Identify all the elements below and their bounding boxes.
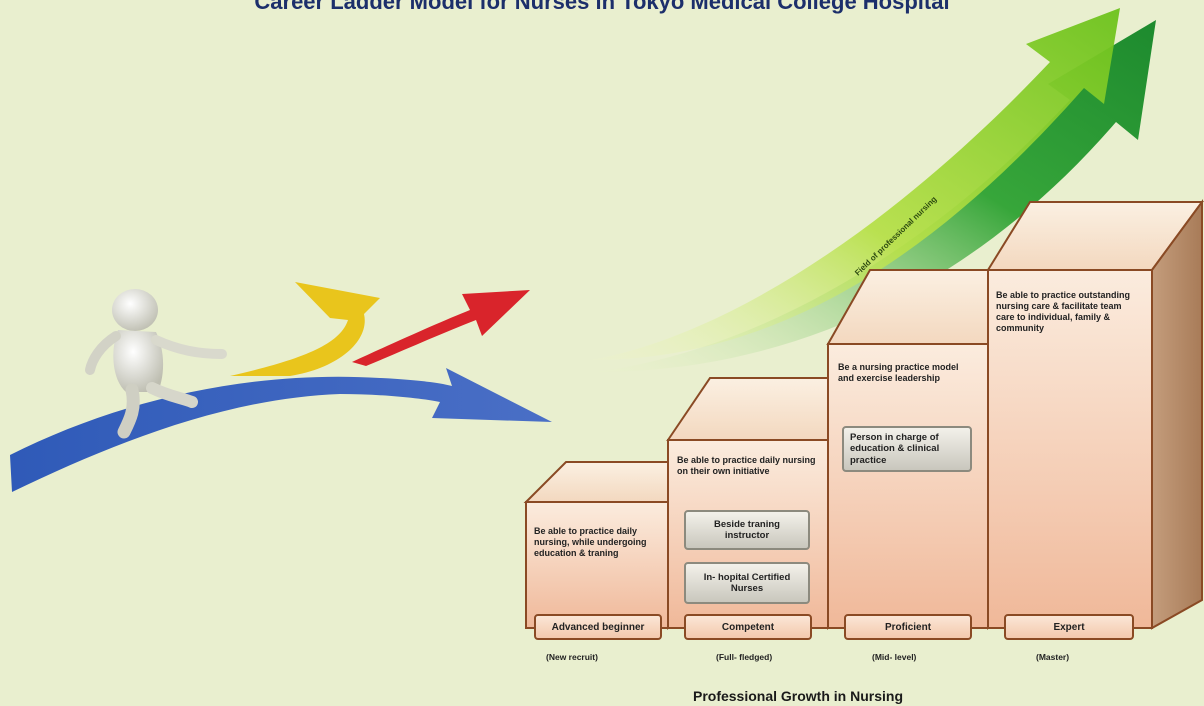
walking-figure (85, 289, 227, 439)
level-label-competent: Competent (684, 614, 812, 640)
step-4-description: Be able to practice outstanding nursing … (996, 290, 1131, 333)
level-tag: (New recruit) (546, 652, 598, 662)
level-label-proficient: Proficient (844, 614, 972, 640)
blue-path-arrow (10, 368, 552, 492)
level-label-expert: Expert (1004, 614, 1134, 640)
level-label-advanced-beginner: Advanced beginner (534, 614, 662, 640)
level-tag: (Mid- level) (872, 652, 917, 662)
step-2-description: Be able to practice daily nursing on the… (677, 455, 816, 476)
red-path-arrow (352, 290, 530, 366)
role-box: In- hopital Certified Nurses (684, 562, 810, 604)
role-box: Beside traning instructor (684, 510, 810, 550)
yellow-path-arrow (230, 282, 380, 376)
diagram-title: Career Ladder Model for Nurses in Tokyo … (254, 0, 950, 14)
step-3-description: Be a nursing practice model and exercise… (838, 362, 959, 383)
step-1-description: Be able to practice daily nursing, while… (534, 526, 647, 558)
level-tag: (Full- fledged) (716, 652, 773, 662)
level-tag: (Master) (1036, 652, 1070, 662)
role-box: Person in charge of education & clinical… (842, 426, 972, 472)
diagram-caption: Professional Growth in Nursing (692, 688, 904, 704)
step-4-block (986, 198, 1204, 630)
